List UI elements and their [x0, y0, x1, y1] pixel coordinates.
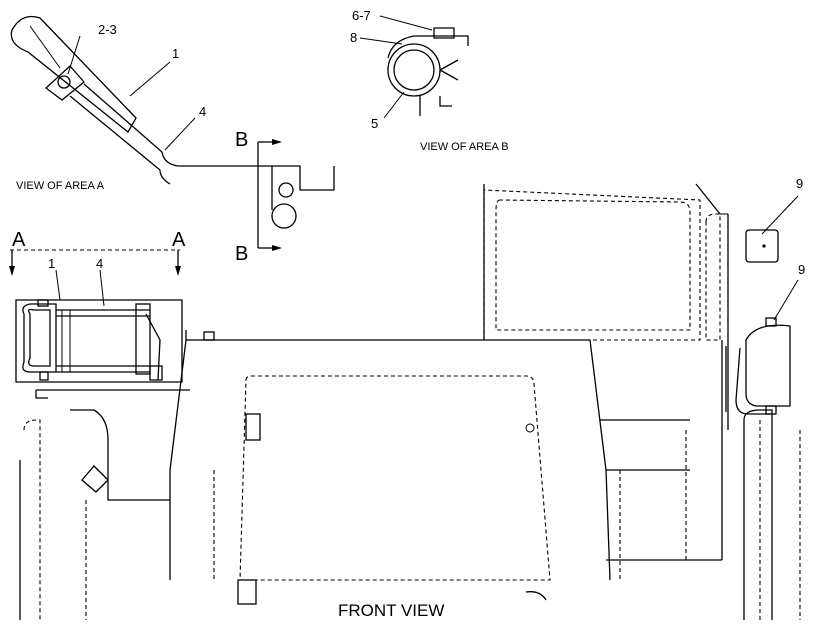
view-area-a-detail — [10, 15, 250, 185]
left-handrail-assembly — [15, 269, 183, 383]
callout-4-top: 4 — [199, 104, 206, 119]
callout-2-3: 2-3 — [98, 22, 117, 37]
callout-1-top: 1 — [172, 46, 179, 61]
callout-6-7: 6-7 — [352, 8, 371, 23]
section-label-b-bottom: B — [235, 243, 248, 265]
callout-4-left: 4 — [96, 256, 103, 271]
callout-5: 5 — [371, 116, 378, 131]
section-label-a-right: A — [172, 229, 186, 251]
section-label-a-left: A — [12, 229, 26, 251]
section-a-a-marker — [9, 249, 181, 276]
callout-1-left: 1 — [48, 256, 55, 271]
caption-view-area-b: VIEW OF AREA B — [420, 141, 509, 153]
section-label-b-top: B — [235, 129, 248, 151]
caption-view-area-a: VIEW OF AREA A — [16, 180, 105, 192]
callout-8: 8 — [350, 30, 357, 45]
callout-9-lower: 9 — [798, 262, 805, 277]
machine-front-body — [19, 183, 801, 620]
mirror-assembly — [725, 195, 799, 415]
section-b-b-detail — [250, 139, 335, 251]
caption-front-view: FRONT VIEW — [338, 601, 444, 620]
callout-9-upper: 9 — [796, 176, 803, 191]
view-area-b-detail — [359, 15, 469, 119]
